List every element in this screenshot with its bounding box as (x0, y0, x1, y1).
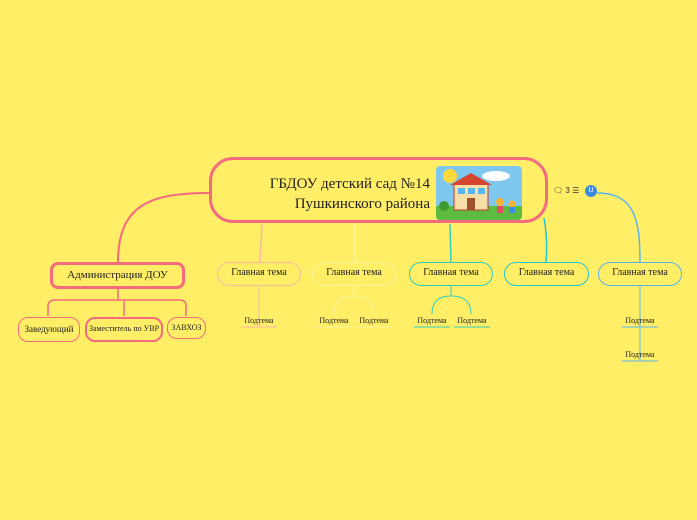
user-avatar-badge[interactable]: U (585, 185, 597, 197)
subtopic-4-2[interactable]: Подтема (457, 316, 487, 325)
branch-administration[interactable]: Администрация ДОУ (50, 262, 185, 289)
central-title: ГБДОУ детский сад №14 Пушкинского района (234, 174, 430, 214)
topic-indicators[interactable]: 🗨 3 ☰ (553, 186, 579, 195)
subtopic-6-1[interactable]: Подтема (625, 316, 655, 325)
branch-main-topic-4[interactable]: Главная тема (409, 262, 493, 286)
subtopic-3-1[interactable]: Подтема (319, 316, 349, 325)
subtopic-3-2[interactable]: Подтема (359, 316, 389, 325)
list-icon[interactable]: ☰ (572, 186, 580, 195)
central-topic[interactable]: ГБДОУ детский сад №14 Пушкинского района (209, 157, 548, 223)
subtopic-deputy[interactable]: Заместитель по УВР (85, 317, 163, 342)
kindergarten-image (436, 166, 522, 220)
branch-main-topic-2[interactable]: Главная тема (217, 262, 301, 286)
subtopic-2-1[interactable]: Подтема (244, 316, 274, 325)
branch-main-topic-5[interactable]: Главная тема (504, 262, 589, 286)
central-title-line2: Пушкинского района (294, 196, 430, 212)
branch-main-topic-3[interactable]: Главная тема (312, 262, 396, 286)
branch-main-topic-6[interactable]: Главная тема (598, 262, 682, 286)
comment-count: 3 (565, 186, 570, 195)
comment-icon[interactable]: 🗨 (553, 186, 564, 195)
subtopic-6-2[interactable]: Подтема (625, 350, 655, 359)
subtopic-head[interactable]: Заведующий (18, 317, 80, 342)
subtopic-4-1[interactable]: Подтема (417, 316, 447, 325)
subtopic-supply[interactable]: ЗАВХОЗ (167, 317, 206, 339)
central-title-line1: ГБДОУ детский сад №14 (269, 176, 430, 192)
